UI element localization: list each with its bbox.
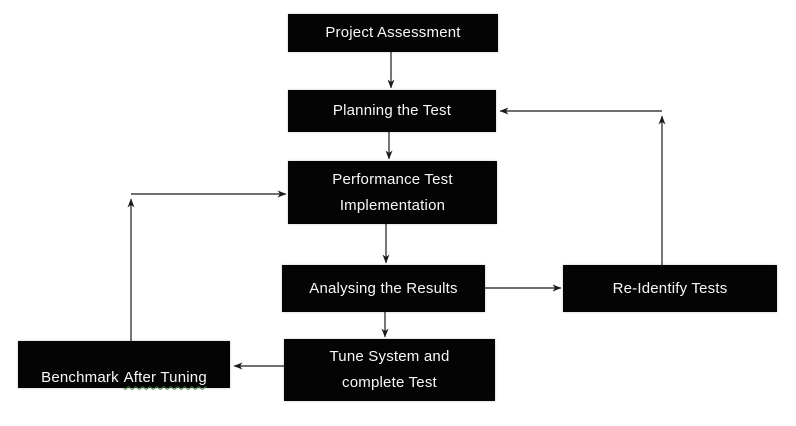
node-tune-system-and-complete-test: Tune System and complete Test bbox=[284, 339, 495, 401]
node-performance-test-implementation: Performance Test Implementation bbox=[288, 161, 497, 224]
benchmark-label-part2-spellcheck: After Tuning bbox=[123, 368, 207, 386]
node-re-identify-tests-label: Re-Identify Tests bbox=[612, 279, 728, 297]
node-performance-test-implementation-label: Performance Test Implementation bbox=[332, 170, 453, 214]
node-planning-the-test: Planning the Test bbox=[288, 90, 496, 132]
node-analysing-the-results: Analysing the Results bbox=[282, 265, 485, 312]
node-project-assessment-label: Project Assessment bbox=[325, 24, 461, 41]
benchmark-label-part1: Benchmark bbox=[41, 368, 119, 386]
node-re-identify-tests: Re-Identify Tests bbox=[563, 265, 777, 312]
node-planning-the-test-label: Planning the Test bbox=[332, 102, 452, 119]
node-tune-system-and-complete-test-label: Tune System and complete Test bbox=[329, 348, 450, 391]
node-analysing-the-results-label: Analysing the Results bbox=[309, 279, 458, 297]
node-project-assessment: Project Assessment bbox=[288, 14, 498, 52]
